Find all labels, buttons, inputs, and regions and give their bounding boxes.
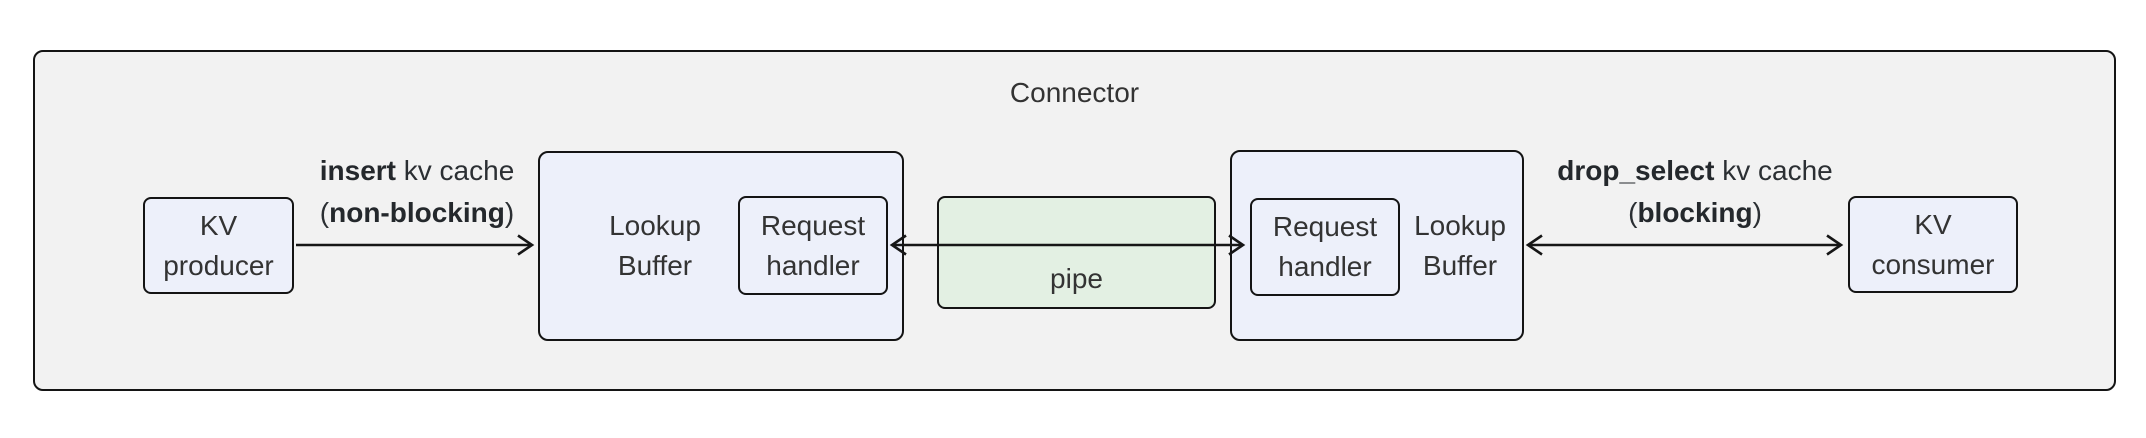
node-lookup-buffer-right: Request handler Lookup Buffer — [1230, 150, 1524, 341]
node-kv-producer: KV producer — [143, 197, 294, 294]
edge-label-drop-select-line1: drop_select kv cache — [1557, 155, 1833, 186]
kv-producer-label: KV producer — [163, 209, 274, 281]
node-lookup-buffer-left: Lookup Buffer Request handler — [538, 151, 904, 341]
edge-label-insert-line1: insert kv cache — [319, 155, 515, 186]
connector-title: Connector — [1009, 77, 1140, 108]
node-kv-consumer: KV consumer — [1848, 196, 2018, 293]
lookup-buffer-left-label: Lookup Buffer — [609, 210, 701, 281]
request-handler-right-label: Request handler — [1272, 211, 1378, 282]
node-request-handler-left: Request handler — [738, 196, 888, 295]
lookup-buffer-right-label: Lookup Buffer — [1414, 209, 1506, 281]
edge-label-insert: insert kv cache (non-blocking) — [277, 150, 557, 234]
node-pipe: pipe — [937, 196, 1216, 309]
edge-label-drop-select-line2: (blocking) — [1628, 197, 1762, 228]
edge-label-drop-select: drop_select kv cache (blocking) — [1520, 150, 1870, 234]
edge-label-insert-line2: (non-blocking) — [319, 197, 515, 228]
pipe-label: pipe — [1050, 263, 1103, 294]
kv-consumer-label: KV consumer — [1871, 208, 1995, 280]
request-handler-left-label: Request handler — [760, 209, 866, 281]
node-request-handler-right: Request handler — [1250, 198, 1400, 296]
